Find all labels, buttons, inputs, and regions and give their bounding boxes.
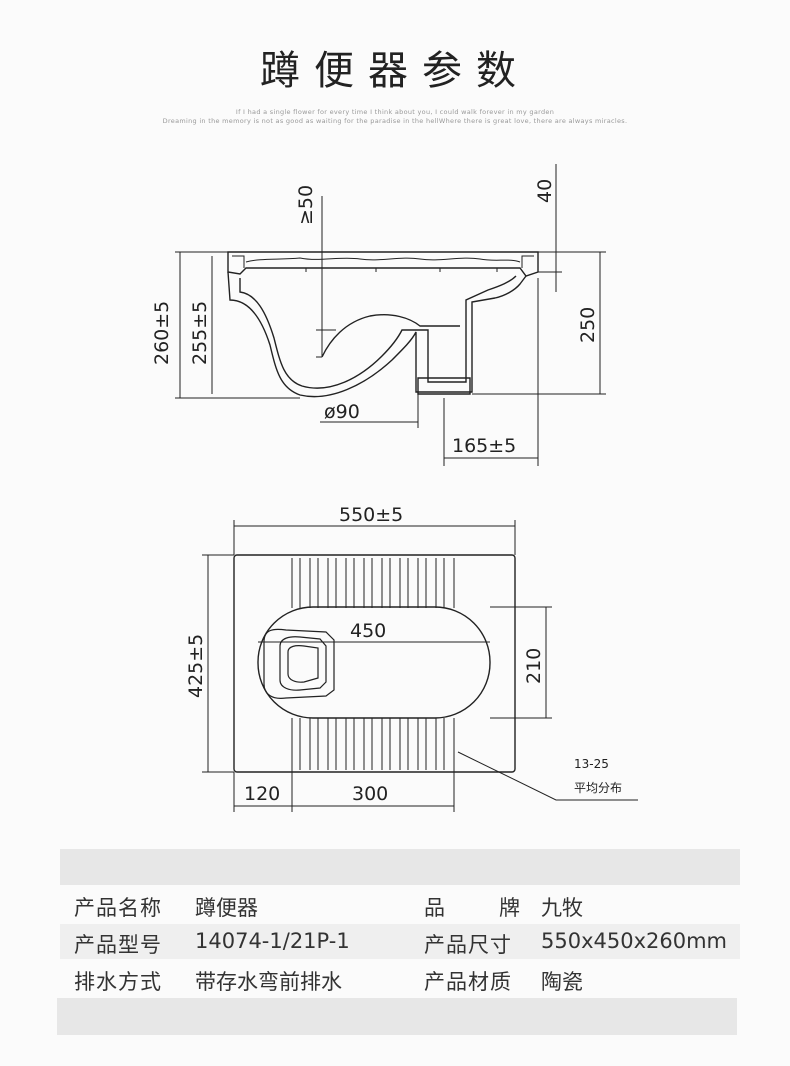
dim-255: 255±5 — [189, 301, 211, 365]
spec-row-1: 产品名称 蹲便器 品牌 九牧 — [60, 887, 740, 922]
label-brand: 品牌 — [424, 892, 520, 922]
value-size: 550x450x260mm — [541, 929, 728, 953]
dim-ge50: ≥50 — [295, 185, 317, 225]
dim-165: 165±5 — [452, 435, 516, 457]
page-title: 蹲便器参数 — [260, 48, 530, 94]
technical-drawing: ≥50 40 260±5 255±5 250 ø90 165±5 — [151, 164, 638, 812]
label-brand-char-2: 牌 — [499, 896, 520, 920]
dim-120: 120 — [244, 783, 280, 805]
dim-40: 40 — [534, 179, 556, 203]
value-material: 陶瓷 — [541, 970, 583, 994]
subtitle-line-1: If I had a single flower for every time … — [235, 108, 555, 116]
note-even-distribution: 平均分布 — [574, 781, 622, 795]
top-view-drawing: 550±5 450 210 425±5 120 300 13-25 平均分布 — [185, 504, 638, 812]
note-rib-count: 13-25 — [574, 757, 609, 771]
side-view-drawing: ≥50 40 260±5 255±5 250 ø90 165±5 — [151, 164, 606, 466]
label-model: 产品型号 — [74, 933, 162, 957]
dim-550: 550±5 — [339, 504, 403, 526]
dim-425: 425±5 — [185, 634, 207, 698]
value-product-name: 蹲便器 — [195, 896, 258, 920]
dim-phi90: ø90 — [324, 401, 360, 423]
subtitle-line-2: Dreaming in the memory is not as good as… — [162, 117, 628, 125]
dim-450: 450 — [350, 620, 386, 642]
dim-260: 260±5 — [151, 301, 173, 365]
label-drainage: 排水方式 — [74, 970, 162, 994]
value-model: 14074-1/21P-1 — [195, 929, 350, 953]
label-material: 产品材质 — [424, 970, 512, 994]
label-brand-char-1: 品 — [424, 896, 445, 920]
spec-table-footer-band — [57, 998, 737, 1035]
label-size: 产品尺寸 — [424, 933, 512, 957]
dim-250: 250 — [577, 307, 599, 343]
spec-row-2: 产品型号 14074-1/21P-1 产品尺寸 550x450x260mm — [60, 924, 740, 959]
label-product-name: 产品名称 — [74, 896, 162, 920]
dim-210: 210 — [523, 648, 545, 684]
dim-300: 300 — [352, 783, 388, 805]
spec-table-header-band — [60, 849, 740, 885]
value-brand: 九牧 — [541, 896, 583, 920]
value-drainage: 带存水弯前排水 — [195, 970, 342, 994]
spec-row-3: 排水方式 带存水弯前排水 产品材质 陶瓷 — [60, 961, 740, 996]
